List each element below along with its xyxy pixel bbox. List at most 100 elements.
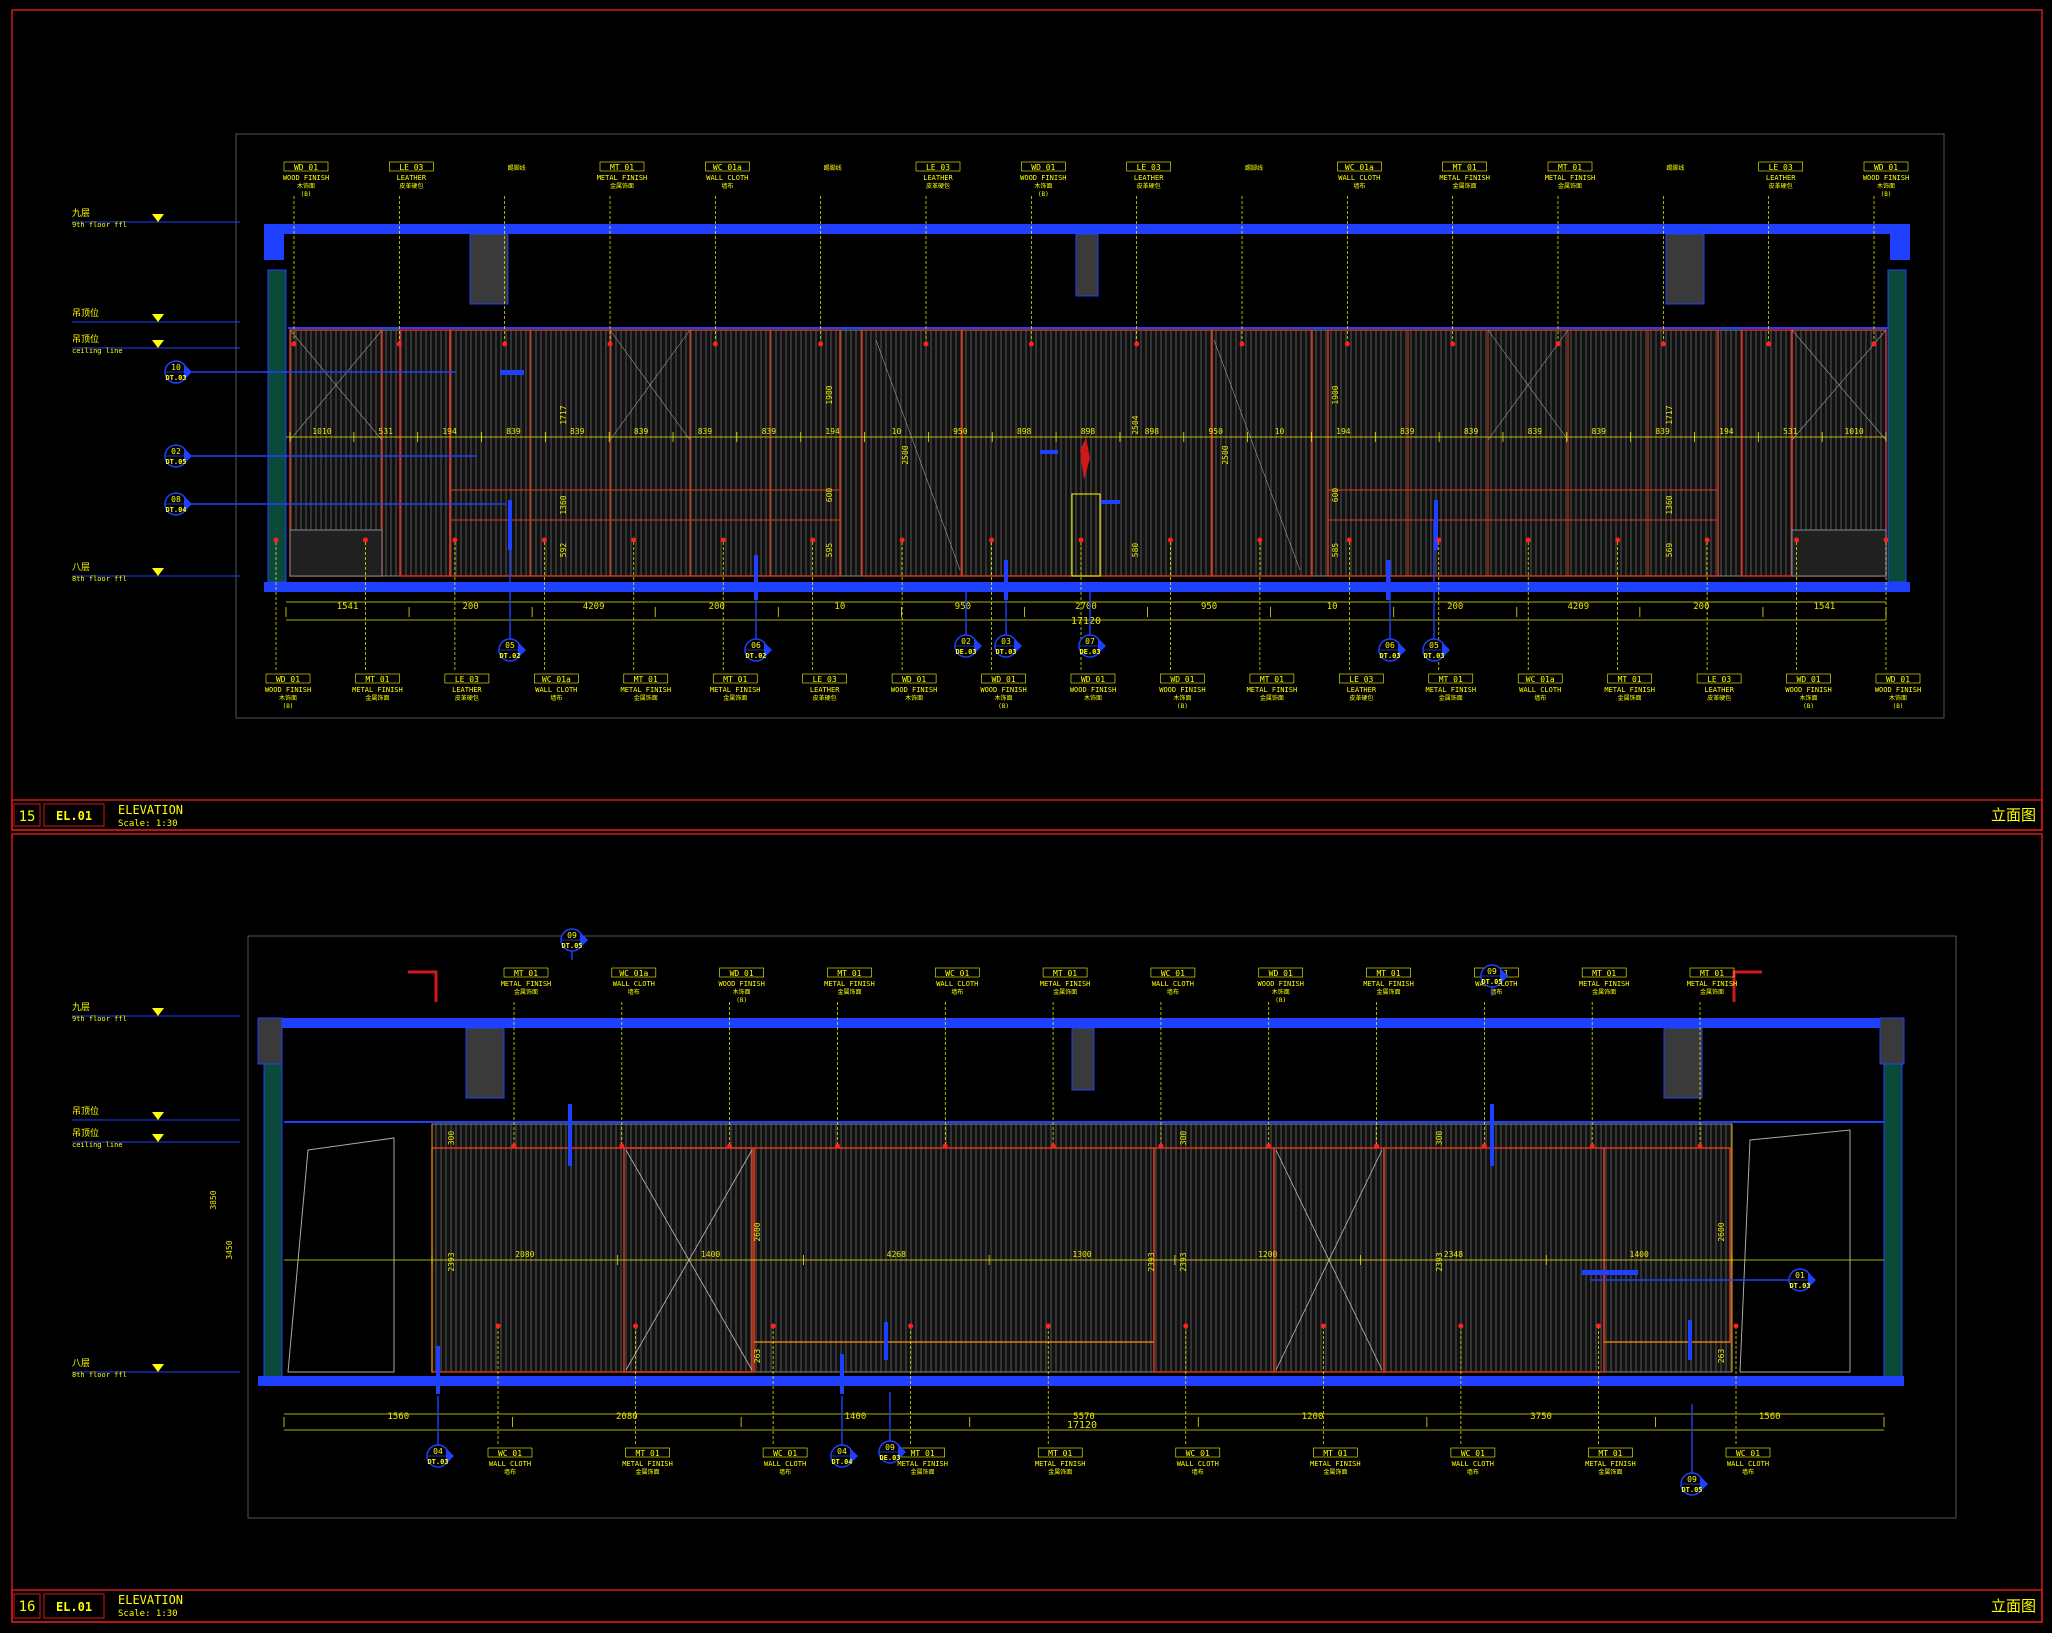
section-number: 07 [1085,637,1095,646]
tag-anchor-dot [1481,1143,1487,1149]
tag-anchor-dot [1320,1323,1326,1329]
tag-note: 木饰面 [995,694,1013,702]
section-arrow [580,932,588,948]
dimension-label: 839 [1591,427,1606,436]
tag-code-box [1070,673,1116,684]
dimension-label: 4268 [887,1250,906,1259]
material-tag: 踢脚线 [502,164,526,347]
tag-name: WALL CLOTH [1727,1460,1769,1468]
dimension-label: 194 [825,427,840,436]
tag-anchor-dot [511,1143,517,1149]
blue-marker [500,370,524,375]
tag-code-box [1696,673,1742,684]
tag-note: 金属饰面 [1377,988,1401,996]
tag-note: 皮革硬包 [926,182,950,190]
dimension-label: 10 [1327,602,1338,612]
tag-code-box [1249,673,1295,684]
tag-note: 木饰面 [1272,988,1290,996]
tag-code-box [1689,967,1735,978]
section-arrow [974,638,982,654]
tag-code: WC 01 [945,969,969,978]
tag-anchor-dot [1660,341,1666,347]
tag-code: MT 01 [1700,969,1724,978]
tag-code-box [534,673,579,684]
panel-frame [1211,329,1313,577]
tag-code-box [1126,161,1171,172]
section-arrow [184,364,192,380]
level-name-en: ceiling line [72,1141,123,1149]
drawing-title-cn: 立面图 [1991,806,2036,824]
dimension-label: 1200 [1258,1250,1277,1259]
tag-code-box [1150,967,1196,978]
dimension-label: 1010 [1844,427,1863,436]
section-arrow [184,448,192,464]
dimension-label: 950 [1208,427,1223,436]
tag-anchor-dot [1374,1143,1380,1149]
tag-code-box [1339,673,1384,684]
tag-code-box [625,1447,670,1458]
tag-name: WALL CLOTH [1177,1460,1219,1468]
tag-code-box [503,967,549,978]
level-name-cn: 八层 [72,562,90,573]
tag-code: WC 01 [1736,1449,1760,1458]
tag-sub: (B) [1881,191,1892,198]
tag-note: 金属饰面 [837,988,861,996]
tag-anchor-dot [720,537,726,543]
tag-name: WALL CLOTH [936,980,978,988]
tag-code: WC 01a [713,163,742,172]
tag-note: 踢脚线 [508,164,526,172]
tag-sub: (B) [1038,191,1049,198]
dimension-label: 4209 [583,602,605,612]
tag-note: 金属饰面 [1700,988,1724,996]
dimension-label: 2080 [515,1250,534,1259]
tag-code-box [934,967,980,978]
blue-marker [1100,500,1120,504]
tag-note: 金属饰面 [1558,182,1582,190]
tag-name: METAL FINISH [1687,980,1738,988]
tag-name: WALL CLOTH [1152,980,1194,988]
dimension-label: 839 [1655,427,1670,436]
dimension-label: 950 [953,427,968,436]
dimension-label: 1010 [312,427,331,436]
tag-note: 墙布 [1353,182,1365,190]
vertical-dimension-label: 580 [1131,543,1140,558]
tag-anchor-dot [770,1323,776,1329]
tag-note: 金属饰面 [634,694,658,702]
section-ref: DT.03 [427,1458,448,1466]
tag-code: LE 03 [1707,675,1731,684]
vertical-dimension-label: 3450 [225,1240,234,1259]
tag-code: MT 01 [365,675,389,684]
tag-anchor-dot [1733,1323,1739,1329]
tag-note: 金属饰面 [610,182,634,190]
tag-note: 金属饰面 [723,694,747,702]
tag-code-box [915,161,961,172]
tag-anchor-dot [1595,1323,1601,1329]
material-tag: 踢脚线 [1239,164,1263,347]
tag-code-box [265,673,311,684]
dimension-label: 194 [1719,427,1734,436]
tag-code: LE 03 [1137,163,1161,172]
section-number: 02 [961,637,971,646]
tag-code: LE 03 [1349,675,1373,684]
tag-code: WD 01 [1269,969,1293,978]
level-name-cn: 九层 [72,208,90,219]
vertical-dimension-label: 1717 [559,405,568,424]
tag-anchor-dot [495,1323,501,1329]
dimension-label: 10 [834,602,845,612]
